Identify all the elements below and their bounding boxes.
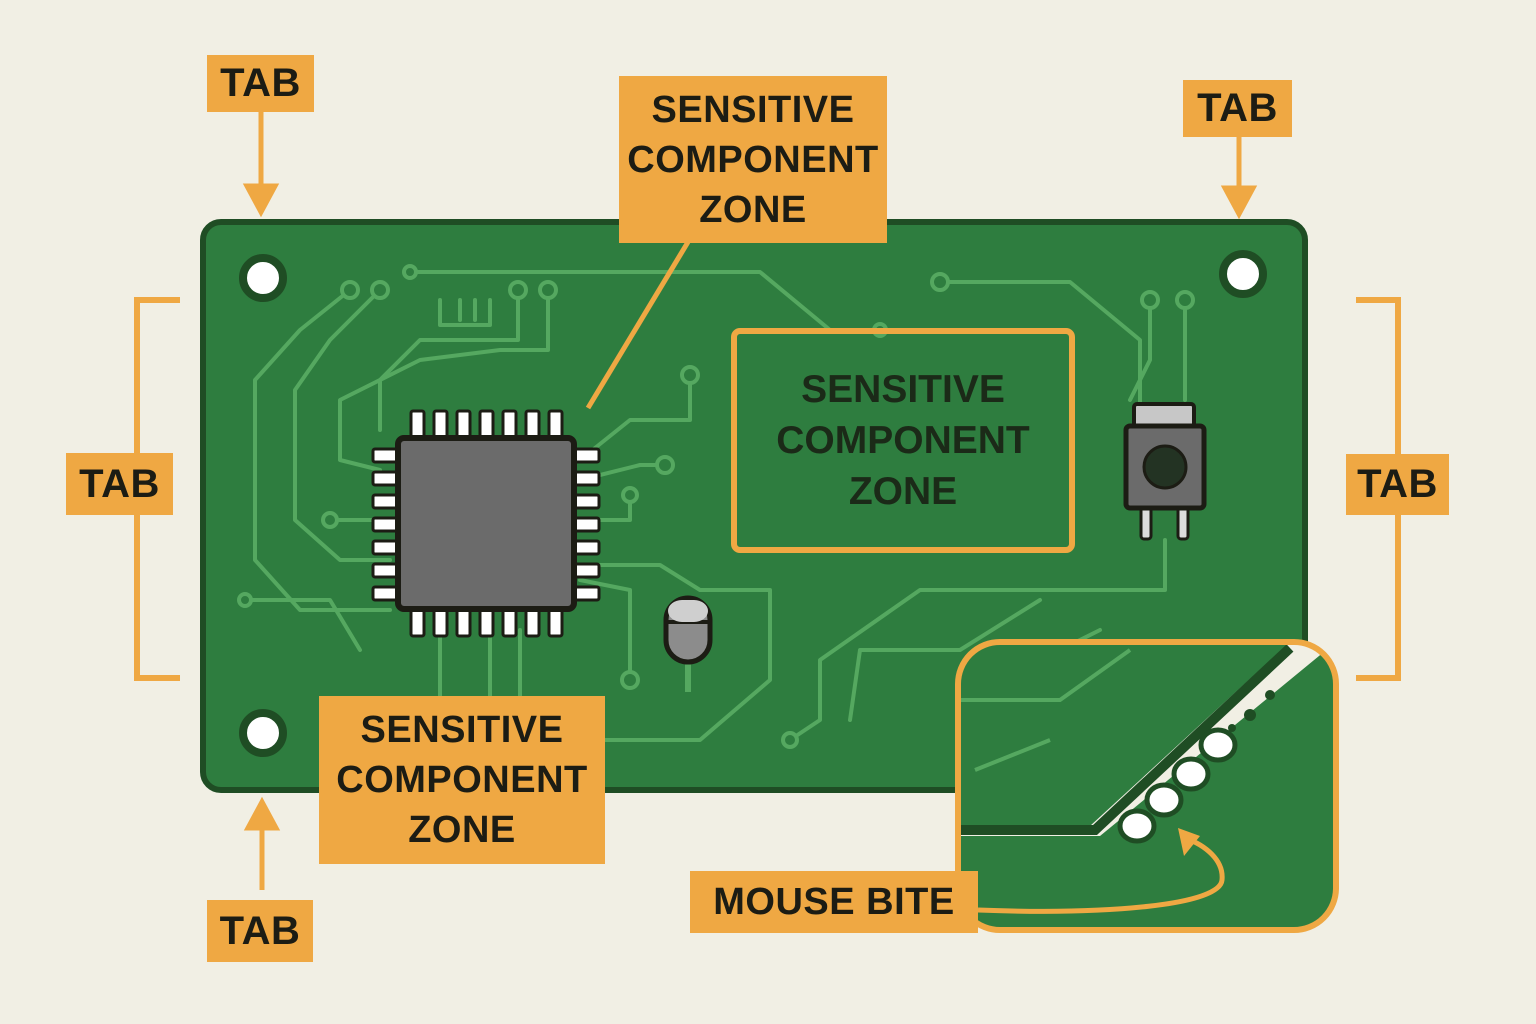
mouse-bite-arrow bbox=[977, 835, 1225, 914]
mouse-bite-inset bbox=[955, 639, 1339, 933]
zone-label-line: COMPONENT bbox=[627, 138, 879, 181]
zone-label-line: ZONE bbox=[848, 470, 958, 513]
zone-label-line: SENSITIVE bbox=[801, 368, 1005, 411]
tab-label-top-left: TAB bbox=[207, 55, 314, 112]
trace-vias bbox=[237, 264, 1195, 749]
sensitive-zone-label-center: SENSITIVE COMPONENT ZONE bbox=[737, 334, 1069, 547]
zone-label-line: ZONE bbox=[699, 188, 807, 231]
tab-label-right: TAB bbox=[1346, 454, 1449, 515]
tab-label-left: TAB bbox=[66, 453, 173, 515]
tab-label-bottom-left: TAB bbox=[207, 900, 313, 962]
sensitive-zone-label-bottom: SENSITIVE COMPONENT ZONE bbox=[319, 696, 605, 864]
tab-arrows bbox=[242, 112, 1258, 890]
sensitive-zone-outline bbox=[731, 328, 1075, 553]
mouse-bite-label: MOUSE BITE bbox=[690, 871, 978, 933]
mounting-hole-icon bbox=[239, 250, 1267, 757]
capacitor-icon bbox=[663, 595, 713, 692]
zone-leader-line bbox=[585, 240, 691, 410]
zone-label-line: ZONE bbox=[408, 809, 516, 851]
zone-label-line: COMPONENT bbox=[776, 419, 1030, 462]
chip-pins bbox=[371, 409, 601, 638]
zone-label-line: SENSITIVE bbox=[360, 709, 564, 751]
push-button-icon bbox=[1123, 402, 1207, 541]
zone-label-line: COMPONENT bbox=[336, 759, 588, 801]
microchip-icon bbox=[395, 435, 577, 612]
zone-label-line: SENSITIVE bbox=[651, 88, 855, 131]
tab-label-top-right: TAB bbox=[1183, 80, 1292, 137]
sensitive-zone-label-top: SENSITIVE COMPONENT ZONE bbox=[619, 76, 887, 243]
